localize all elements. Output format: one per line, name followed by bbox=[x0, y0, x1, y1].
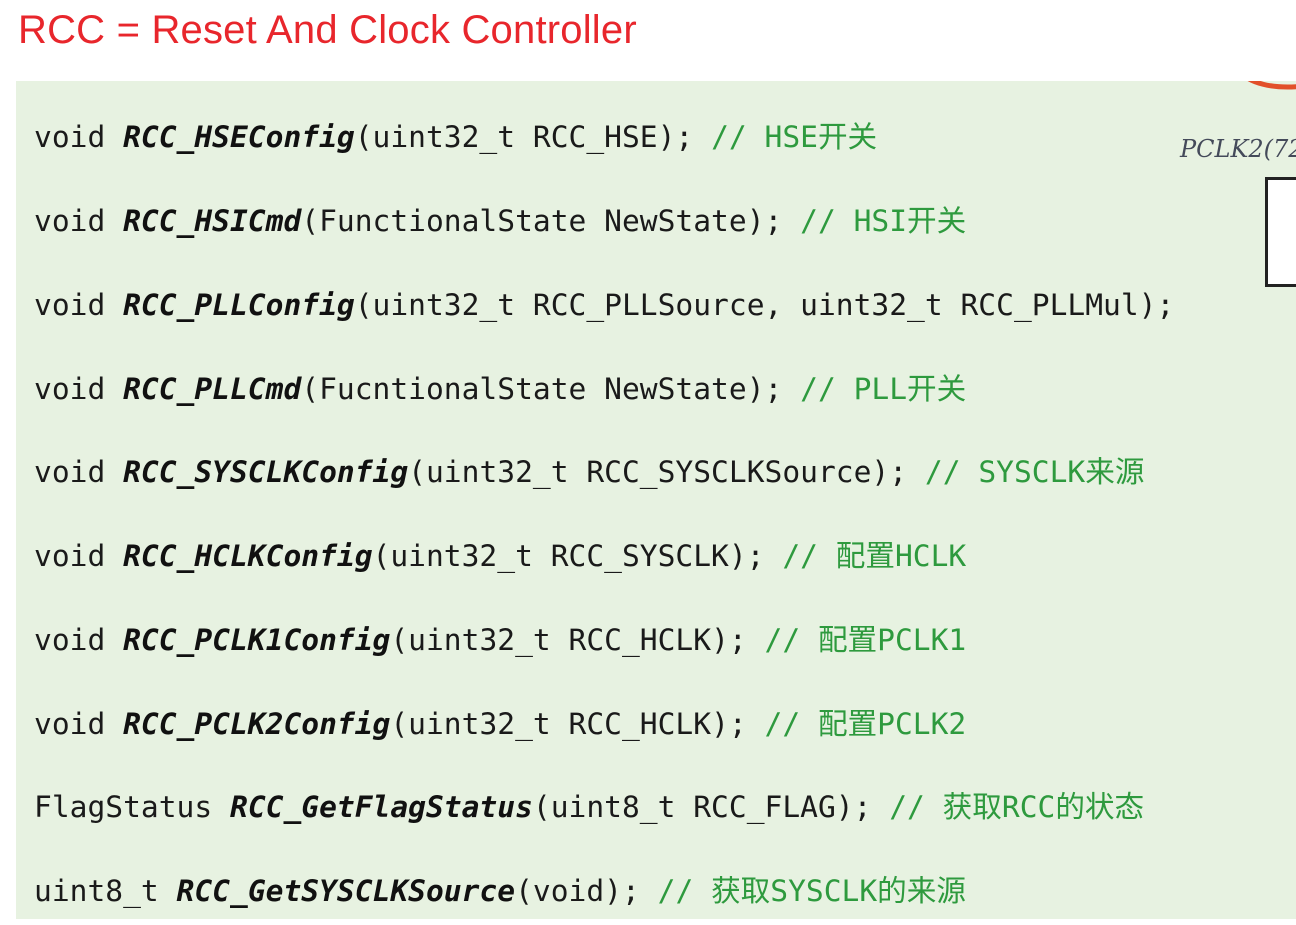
function-args: (uint32_t RCC_HCLK); bbox=[390, 707, 765, 741]
function-name: RCC_HCLKConfig bbox=[123, 539, 373, 573]
code-comment: // SYSCLK来源 bbox=[924, 455, 1145, 489]
code-line-pll-config: void RCC_PLLConfig(uint32_t RCC_PLLSourc… bbox=[34, 287, 1174, 323]
return-type: FlagStatus bbox=[34, 790, 230, 824]
return-type: void bbox=[34, 539, 124, 573]
code-line-get-sysclk-source: uint8_t RCC_GetSYSCLKSource(void); // 获取… bbox=[34, 873, 966, 909]
function-args: (uint32_t RCC_HSE); bbox=[354, 120, 712, 154]
code-comment: // 获取RCC的状态 bbox=[889, 790, 1145, 824]
function-name: RCC_PCLK2Config bbox=[123, 707, 391, 741]
code-line-pll-cmd: void RCC_PLLCmd(FucntionalState NewState… bbox=[34, 371, 966, 407]
code-comment: // HSI开关 bbox=[800, 204, 967, 238]
code-panel: void RCC_HSEConfig(uint32_t RCC_HSE); //… bbox=[16, 81, 1296, 919]
return-type: void bbox=[34, 120, 124, 154]
code-comment: // 配置HCLK bbox=[782, 539, 967, 573]
diagram-fragment-arc bbox=[1247, 81, 1296, 90]
code-comment: // 配置PCLK2 bbox=[764, 707, 967, 741]
code-line-hse-config: void RCC_HSEConfig(uint32_t RCC_HSE); //… bbox=[34, 119, 877, 155]
slide-title: RCC = Reset And Clock Controller bbox=[18, 8, 637, 52]
function-args: (FucntionalState NewState); bbox=[301, 372, 801, 406]
function-name: RCC_GetSYSCLKSource bbox=[176, 874, 516, 908]
code-comment: // 获取SYSCLK的来源 bbox=[657, 874, 966, 908]
code-comment: // 配置PCLK1 bbox=[764, 623, 967, 657]
return-type: void bbox=[34, 623, 124, 657]
function-args: (uint8_t RCC_FLAG); bbox=[532, 790, 890, 824]
function-args: (void); bbox=[515, 874, 658, 908]
return-type: void bbox=[34, 372, 124, 406]
code-comment: // HSE开关 bbox=[711, 120, 878, 154]
code-line-pclk1-config: void RCC_PCLK1Config(uint32_t RCC_HCLK);… bbox=[34, 622, 966, 658]
function-name: RCC_PCLK1Config bbox=[123, 623, 391, 657]
code-line-sysclk-config: void RCC_SYSCLKConfig(uint32_t RCC_SYSCL… bbox=[34, 454, 1144, 490]
code-line-get-flag-status: FlagStatus RCC_GetFlagStatus(uint8_t RCC… bbox=[34, 789, 1144, 825]
function-name: RCC_SYSCLKConfig bbox=[123, 455, 409, 489]
function-name: RCC_PLLCmd bbox=[123, 372, 302, 406]
diagram-fragment-label: PCLK2(72 bbox=[1180, 135, 1296, 163]
code-line-hclk-config: void RCC_HCLKConfig(uint32_t RCC_SYSCLK)… bbox=[34, 538, 966, 574]
function-args: (uint32_t RCC_PLLSource, uint32_t RCC_PL… bbox=[354, 288, 1175, 322]
function-name: RCC_PLLConfig bbox=[123, 288, 355, 322]
return-type: void bbox=[34, 707, 124, 741]
function-args: (FunctionalState NewState); bbox=[301, 204, 801, 238]
code-line-pclk2-config: void RCC_PCLK2Config(uint32_t RCC_HCLK);… bbox=[34, 706, 966, 742]
function-args: (uint32_t RCC_HCLK); bbox=[390, 623, 765, 657]
return-type: void bbox=[34, 204, 124, 238]
function-args: (uint32_t RCC_SYSCLK); bbox=[372, 539, 783, 573]
return-type: uint8_t bbox=[34, 874, 177, 908]
function-name: RCC_HSICmd bbox=[123, 204, 302, 238]
return-type: void bbox=[34, 288, 124, 322]
return-type: void bbox=[34, 455, 124, 489]
code-line-hsi-cmd: void RCC_HSICmd(FunctionalState NewState… bbox=[34, 203, 966, 239]
code-comment: // PLL开关 bbox=[800, 372, 967, 406]
function-args: (uint32_t RCC_SYSCLKSource); bbox=[408, 455, 925, 489]
function-name: RCC_HSEConfig bbox=[123, 120, 355, 154]
function-name: RCC_GetFlagStatus bbox=[230, 790, 533, 824]
diagram-fragment-box bbox=[1265, 177, 1296, 287]
